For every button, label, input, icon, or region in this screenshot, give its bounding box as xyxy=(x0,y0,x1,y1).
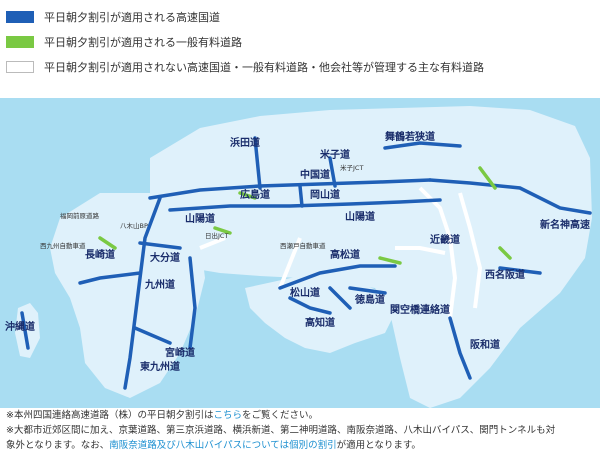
legend-item-expressway: 平日朝夕割引が適用される高速国道 xyxy=(6,6,596,28)
label-sanyo-east: 山陽道 xyxy=(345,210,375,223)
label-kochi: 高知道 xyxy=(305,316,335,329)
label-hamada: 浜田道 xyxy=(230,136,260,149)
road-okinawa xyxy=(20,311,30,350)
label-tokushima: 徳島道 xyxy=(354,293,385,306)
notes: ※本州四国連絡高速道路（株）の平日朝夕割引はこちらをご覧ください。 ※大都市近郊… xyxy=(6,408,596,453)
road-map: 中国道 山陽道 広島道 岡山道 米子道 浜田道 舞鶴若狭道 山陽道 高松道 松山… xyxy=(0,98,600,408)
road-takamatsu xyxy=(278,264,397,290)
legend-label: 平日朝夕割引が適用される一般有料道路 xyxy=(44,36,242,49)
label-hiroshima: 広島道 xyxy=(240,188,270,201)
legend-swatch-other-road xyxy=(6,61,34,73)
label-hanwa: 阪和道 xyxy=(470,338,500,351)
shikoku-land xyxy=(245,276,395,353)
road-maizuru xyxy=(383,141,462,150)
legend-swatch-toll-road xyxy=(6,36,34,48)
legend-item-other-road: 平日朝夕割引が適用されない高速国道・一般有料道路・他会社等が管理する主な有料道路 xyxy=(6,56,596,78)
note-text: をご覧ください。 xyxy=(241,410,318,421)
label-kanku: 関空橋連絡道 xyxy=(390,303,450,316)
road-sanyo xyxy=(168,198,442,212)
road-tokushima xyxy=(348,286,387,295)
individual-discount-link[interactable]: 南阪奈道路及び八木山バイパスについては個別の割引 xyxy=(109,440,337,451)
road-okayama xyxy=(298,184,304,208)
label-yonago: 米子道 xyxy=(320,148,350,161)
road-white-3 xyxy=(278,237,302,289)
legend: 平日朝夕割引が適用される高速国道 平日朝夕割引が適用される一般有料道路 平日朝夕… xyxy=(6,6,596,81)
label-sanyo-west: 山陽道 xyxy=(185,212,215,225)
road-green-5 xyxy=(213,226,232,235)
road-shin-meishin xyxy=(428,178,592,215)
road-green-4 xyxy=(378,256,402,265)
honshi-link[interactable]: こちら xyxy=(213,410,242,421)
kyushu-land xyxy=(50,193,205,398)
label-miyazaki: 宮崎道 xyxy=(165,346,195,359)
road-yonago xyxy=(328,156,337,188)
road-matsuyama xyxy=(288,296,332,315)
note-line-2: ※大都市近郊区間に加え、京葉道路、第三京浜道路、横浜新道、第二神明道路、南阪奈道… xyxy=(6,425,556,436)
label-higashi-kyushu: 東九州道 xyxy=(140,360,180,373)
label-nishiseto: 西瀬戸自動車道 xyxy=(280,241,326,250)
road-chugoku xyxy=(148,178,432,200)
note-text: ※本州四国連絡高速道路（株）の平日朝夕割引は xyxy=(6,410,214,421)
road-hamada xyxy=(253,136,262,190)
label-fukuoka-maebaru: 福岡前原道路 xyxy=(60,211,100,220)
toll-roads xyxy=(98,166,512,265)
map-labels: 中国道 山陽道 広島道 岡山道 米子道 浜田道 舞鶴若狭道 山陽道 高松道 松山… xyxy=(5,130,590,373)
road-white-2 xyxy=(458,192,483,309)
label-yonago-jct: 米子JCT xyxy=(340,163,363,172)
road-white-4 xyxy=(395,246,446,255)
label-takamatsu: 高松道 xyxy=(330,248,360,261)
road-hanwa xyxy=(448,316,472,380)
note-text: 象外となります。なお、 xyxy=(6,440,110,451)
legend-label: 平日朝夕割引が適用される高速国道 xyxy=(44,11,220,24)
road-map-svg: 中国道 山陽道 広島道 岡山道 米子道 浜田道 舞鶴若狭道 山陽道 高松道 松山… xyxy=(0,98,600,408)
label-shin-meishin: 新名神高速 xyxy=(540,218,590,231)
label-chugoku: 中国道 xyxy=(300,168,330,181)
label-yagiyama: 八木山BP xyxy=(120,221,148,230)
road-white-5 xyxy=(199,236,226,250)
road-green-1 xyxy=(478,166,497,190)
label-okayama: 岡山道 xyxy=(310,188,340,201)
road-nagasaki xyxy=(78,271,142,285)
legend-swatch-expressway xyxy=(6,11,34,23)
note-line-3: 象外となります。なお、南阪奈道路及び八木山バイパスについては個別の割引が適用とな… xyxy=(6,438,596,453)
road-green-6 xyxy=(98,236,117,250)
road-higashi-kyushu xyxy=(188,256,197,350)
road-miyazaki xyxy=(133,326,172,345)
label-okinawa: 沖縄道 xyxy=(5,320,35,333)
road-kochi xyxy=(328,286,352,310)
note-text: が適用となります。 xyxy=(336,440,421,451)
label-kyushu: 九州道 xyxy=(144,278,175,291)
expressways xyxy=(20,136,592,390)
label-nishi-meihan: 西名阪道 xyxy=(485,268,525,281)
road-oita xyxy=(138,241,182,250)
legend-label: 平日朝夕割引が適用されない高速国道・一般有料道路・他会社等が管理する主な有料道路 xyxy=(44,61,484,74)
label-kinki: 近畿道 xyxy=(430,233,460,246)
label-matsuyama: 松山道 xyxy=(290,286,320,299)
road-kyushu xyxy=(123,196,162,390)
other-roads xyxy=(199,186,483,319)
road-nishi-meihan xyxy=(498,266,542,275)
label-maizuru: 舞鶴若狭道 xyxy=(385,130,435,143)
legend-item-toll-road: 平日朝夕割引が適用される一般有料道路 xyxy=(6,31,596,53)
road-green-2 xyxy=(498,246,512,260)
road-green-3 xyxy=(238,191,257,200)
label-nishi-kyushu: 西九州自動車道 xyxy=(40,241,86,250)
label-oita: 大分道 xyxy=(150,251,180,264)
note-line-1: ※本州四国連絡高速道路（株）の平日朝夕割引はこちらをご覧ください。 xyxy=(6,408,596,423)
label-nagasaki: 長崎道 xyxy=(85,248,115,261)
label-hiji-jct: 日出JCT xyxy=(205,231,228,240)
